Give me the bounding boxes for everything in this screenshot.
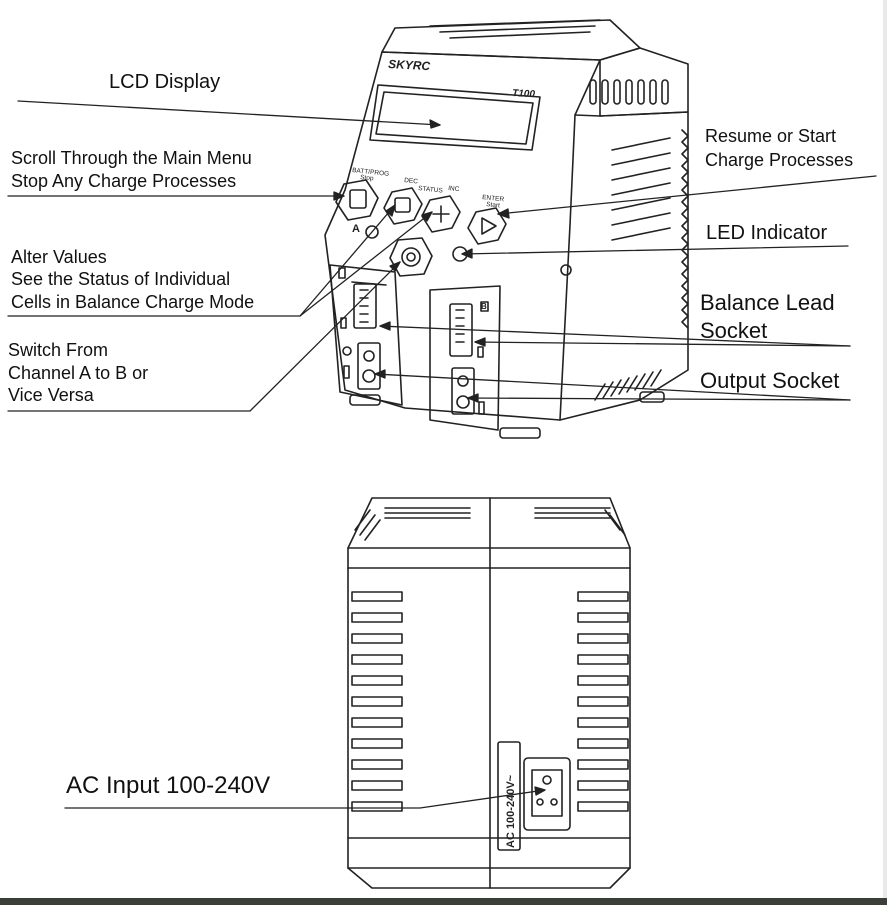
top-right-vents (589, 79, 669, 105)
svg-text:Stop: Stop (360, 174, 374, 182)
label-channel-a-b: Channel A to B or (8, 363, 149, 383)
frame-bottom-bar (0, 898, 887, 905)
svg-text:ENTER: ENTER (482, 194, 505, 203)
right-vent-slots (577, 591, 629, 812)
label-stop-charge: Stop Any Charge Processes (11, 171, 237, 191)
output-socket-b (451, 367, 475, 415)
label-vice-versa: Vice Versa (8, 385, 94, 405)
channel-switch-dial (389, 237, 433, 277)
label-resume-start: Resume or Start (705, 126, 837, 146)
label-balance-socket: Socket (700, 318, 768, 343)
label-output-socket: Output Socket (700, 368, 840, 393)
model-text: T100 (512, 88, 536, 100)
svg-text:Start: Start (486, 201, 501, 209)
label-switch-from: Switch From (8, 340, 109, 360)
frame-edge (883, 0, 887, 905)
label-see-status: See the Status of Individual (11, 269, 231, 289)
balance-socket-a (353, 283, 377, 329)
ac-input-socket (523, 757, 571, 831)
svg-text:B: B (481, 302, 487, 311)
label-ac-input: AC Input 100-240V (66, 772, 271, 799)
label-scroll-main-menu: Scroll Through the Main Menu (11, 148, 252, 168)
ac-rating-text: AC 100-240V~ (505, 774, 517, 848)
output-socket-a (357, 342, 381, 390)
left-vent-slots (351, 591, 403, 812)
dec-button (383, 187, 423, 225)
label-charge-processes: Charge Processes (705, 150, 854, 170)
label-balance-mode: Cells in Balance Charge Mode (11, 292, 255, 312)
label-lcd-display: LCD Display (109, 71, 221, 93)
svg-text:A: A (352, 223, 360, 235)
side-vents (611, 137, 671, 241)
callout-lines (7, 100, 877, 809)
brand-logo-text: SKYRC (388, 57, 431, 73)
label-balance-lead: Balance Lead (700, 290, 835, 315)
label-alter-values: Alter Values (11, 247, 107, 267)
charger-back-view (347, 497, 631, 889)
enter-start-button (467, 207, 507, 245)
battprog-stop-button (335, 179, 379, 221)
svg-text:STATUS: STATUS (418, 185, 444, 195)
label-led-indicator: LED Indicator (706, 222, 828, 244)
svg-text:DEC: DEC (404, 177, 419, 185)
svg-text:INC: INC (448, 185, 460, 193)
svg-text:BATT/PROG: BATT/PROG (352, 167, 390, 178)
